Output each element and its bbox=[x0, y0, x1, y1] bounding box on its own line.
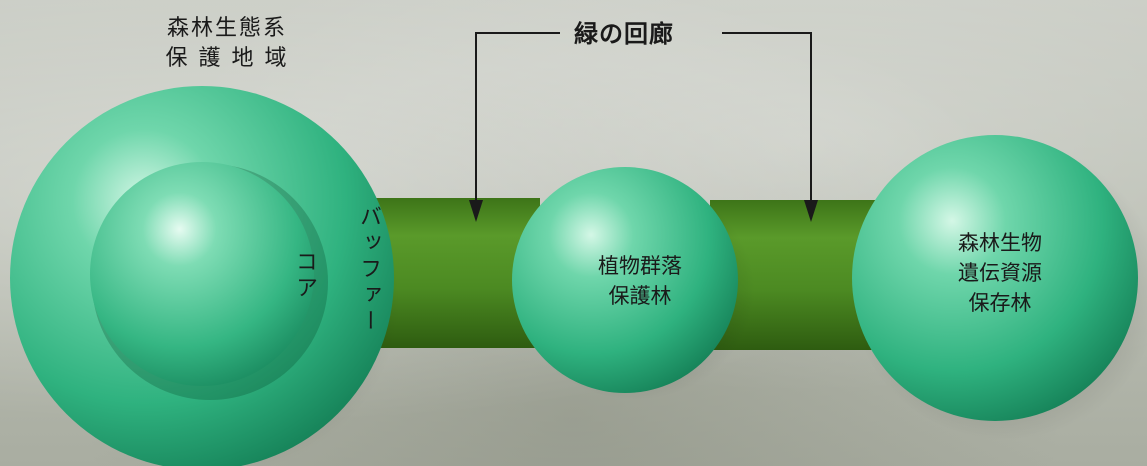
protected-area-title-line-1: 森林生態系 bbox=[166, 16, 287, 41]
corridor-bracket-right bbox=[722, 32, 812, 200]
middle-sphere bbox=[512, 167, 738, 393]
plant-community-label: 植物群落 保護林 bbox=[585, 251, 695, 311]
core-sphere bbox=[90, 162, 314, 386]
right-sphere bbox=[852, 135, 1138, 421]
genetic-resource-label-line-1: 森林生物 bbox=[958, 231, 1042, 255]
plant-community-label-line-1: 植物群落 bbox=[598, 254, 682, 278]
arrow-left-icon bbox=[469, 200, 483, 222]
buffer-label: バッファー bbox=[356, 205, 381, 335]
genetic-resource-label: 森林生物 遺伝資源 保存林 bbox=[940, 228, 1060, 318]
genetic-resource-label-line-3: 保存林 bbox=[968, 291, 1032, 315]
protected-area-title-line-2: 保 護 地 域 bbox=[165, 46, 289, 71]
protected-area-title: 森林生態系 保 護 地 域 bbox=[152, 14, 302, 74]
genetic-resource-label-line-2: 遺伝資源 bbox=[958, 261, 1042, 285]
plant-community-label-line-2: 保護林 bbox=[608, 284, 672, 308]
corridor-bracket-left bbox=[475, 32, 560, 200]
green-corridor-title: 緑の回廊 bbox=[574, 20, 674, 48]
arrow-right-icon bbox=[804, 200, 818, 222]
core-label: コア bbox=[292, 250, 317, 302]
